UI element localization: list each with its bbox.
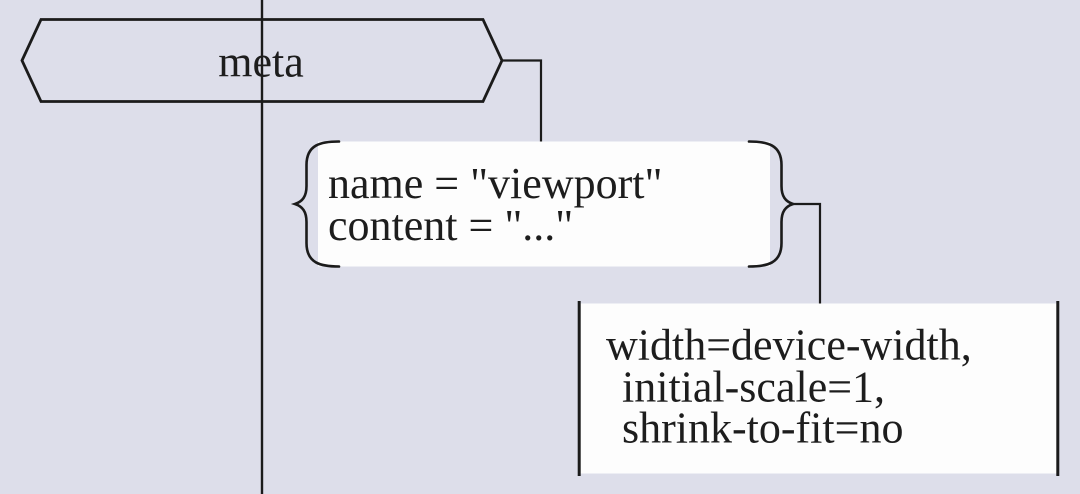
content-value-line-3: shrink-to-fit=no [622,404,903,453]
attribute-content-line: content = "..." [328,201,573,250]
content-value-line-1: width=device-width, [606,321,972,370]
meta-node-shape [20,18,504,103]
connector-node-to-attributes [502,59,543,142]
attribute-name-line: name = "viewport" [328,159,662,208]
meta-node-label: meta [218,38,304,87]
content-value-box [578,303,1059,474]
connector-attributes-to-value [793,202,822,304]
left-brace [290,140,341,268]
content-value-line-2: initial-scale=1, [622,363,885,412]
attributes-box [318,141,770,267]
